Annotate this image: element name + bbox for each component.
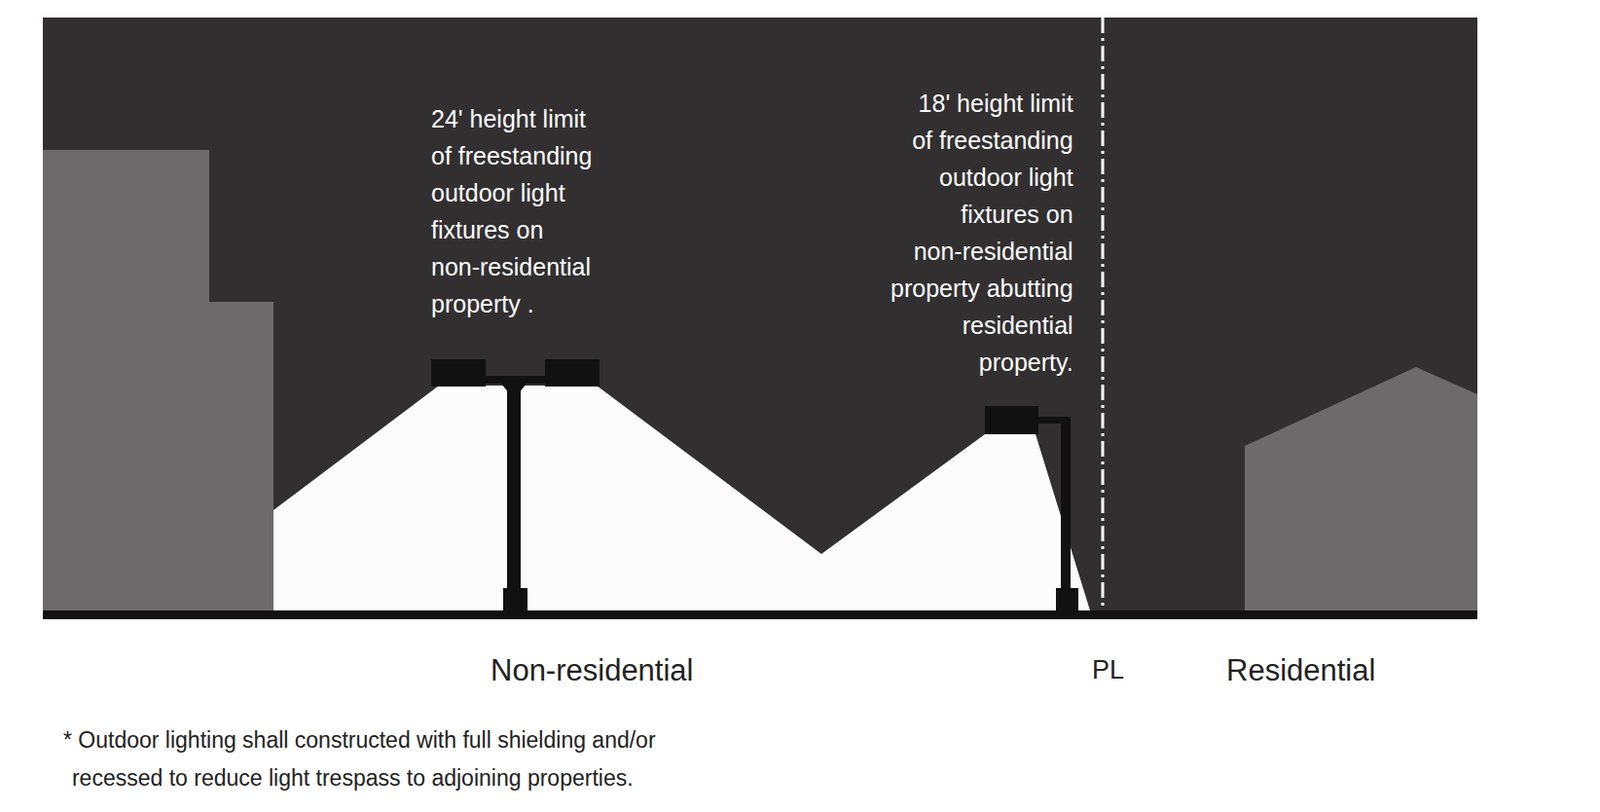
- light-fixture: [431, 359, 486, 387]
- night-sky: [42, 17, 1478, 615]
- text-line: of freestanding: [431, 137, 592, 175]
- text-line: non-residential: [431, 248, 592, 286]
- text-line: * Outdoor lighting shall constructed wit…: [63, 721, 656, 760]
- pole-bracket: [501, 383, 527, 400]
- light-arm: [1033, 416, 1071, 424]
- text-line: outdoor light: [890, 158, 1074, 196]
- zone-label: Non-residential: [490, 652, 694, 689]
- footnote: * Outdoor lighting shall constructed wit…: [63, 721, 656, 798]
- text-line: 24' height limit: [431, 100, 592, 138]
- ground-line: [42, 610, 1478, 619]
- text-line: property.: [890, 343, 1074, 381]
- light-fixture: [984, 405, 1039, 435]
- property-line: [1101, 17, 1105, 611]
- text-line: residential: [890, 306, 1074, 344]
- text-line: recessed to reduce light trespass to adj…: [63, 759, 656, 798]
- light-pole: [507, 375, 521, 615]
- text-line: fixtures on: [890, 195, 1074, 233]
- residential-house: [1244, 366, 1478, 615]
- light-arm: [484, 375, 551, 384]
- light-fixture: [545, 359, 600, 387]
- text-line: property abutting: [890, 269, 1074, 307]
- property-line-label: PL: [1091, 654, 1125, 686]
- text-line: fixtures on: [431, 211, 592, 249]
- pole-base: [503, 587, 528, 615]
- text-line: non-residential: [890, 232, 1074, 270]
- text-line: outdoor light: [431, 174, 592, 212]
- light-cone: [273, 385, 1091, 615]
- text-line: property .: [431, 285, 592, 323]
- light-pole: [1060, 416, 1071, 615]
- callout-label: 24' height limit of freestanding outdoor…: [431, 100, 592, 323]
- commercial-building: [42, 149, 274, 615]
- zone-label: Residential: [1226, 652, 1376, 689]
- callout-label: 18' height limit of freestanding outdoor…: [890, 84, 1074, 381]
- text-line: 18' height limit: [890, 84, 1074, 122]
- text-line: of freestanding: [890, 121, 1074, 159]
- pole-base: [1055, 587, 1079, 615]
